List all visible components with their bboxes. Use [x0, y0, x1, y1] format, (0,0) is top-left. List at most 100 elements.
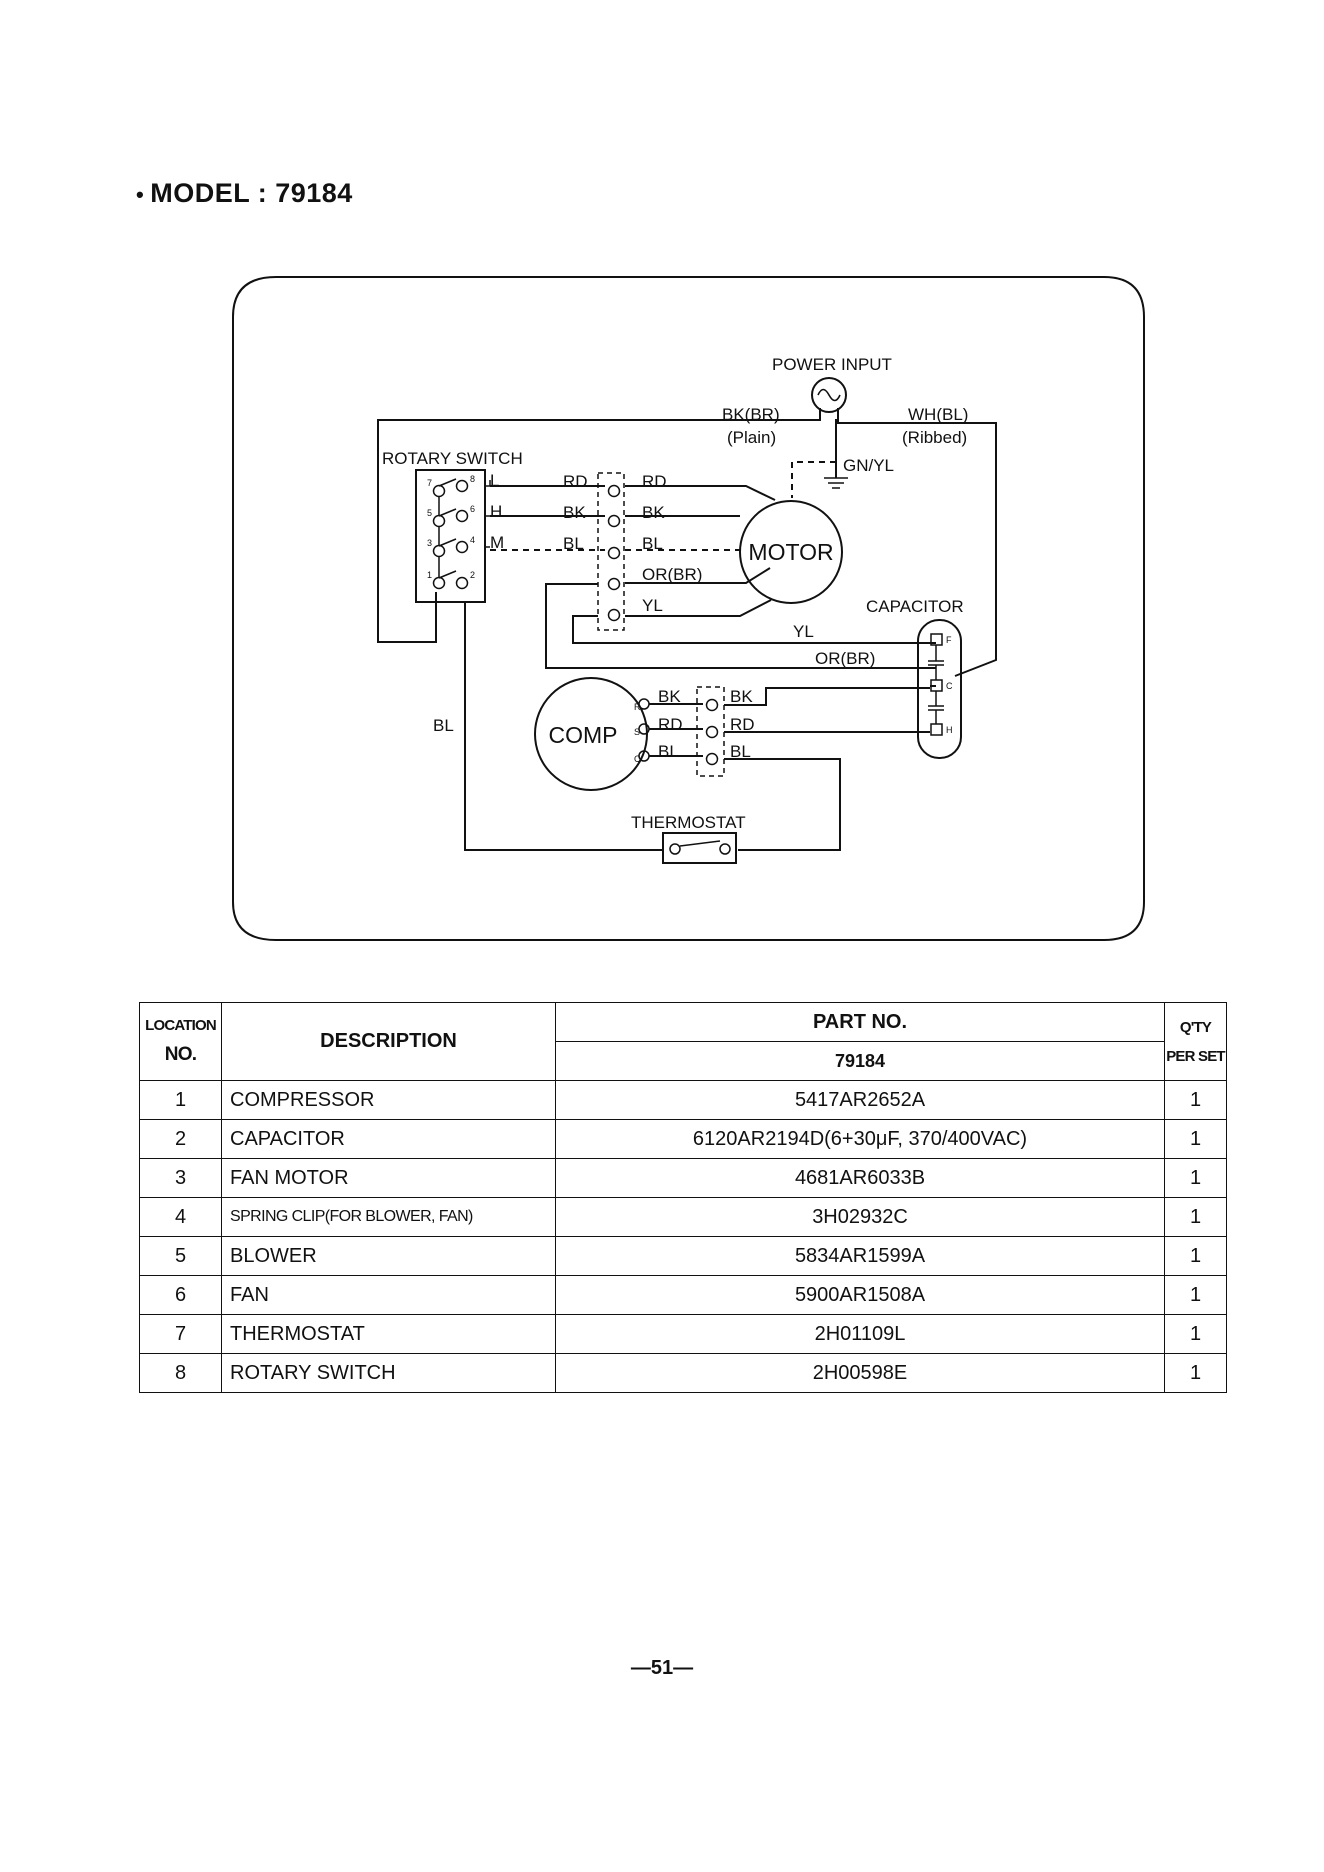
part-no-header: PART NO.	[555, 1002, 1165, 1042]
part-number-cell: 6120AR2194D(6+30μF, 370/400VAC)	[555, 1119, 1165, 1159]
table-row: 2 CAPACITOR 6120AR2194D(6+30μF, 370/400V…	[139, 1119, 1227, 1159]
part-number-cell: 5900AR1508A	[555, 1275, 1165, 1315]
description-cell: THERMOSTAT	[221, 1314, 556, 1354]
wire-label: BL	[563, 534, 584, 553]
wire-label: BK	[658, 687, 681, 706]
wire-bk-br	[377, 408, 821, 643]
location-cell: 8	[139, 1353, 222, 1393]
qty-cell: 1	[1164, 1197, 1227, 1237]
location-header-line2: NO.	[164, 1044, 197, 1065]
power-input-symbol	[811, 377, 847, 413]
description-cell: CAPACITOR	[221, 1119, 556, 1159]
speed-label-h: H	[490, 502, 502, 521]
compressor-connector	[696, 686, 725, 777]
location-cell: 4	[139, 1197, 222, 1237]
description-cell: FAN MOTOR	[221, 1158, 556, 1198]
location-cell: 3	[139, 1158, 222, 1198]
model-number-header: 79184	[555, 1041, 1165, 1081]
bk-br-label: BK(BR)	[722, 405, 780, 424]
part-number-cell: 4681AR6033B	[555, 1158, 1165, 1198]
table-header-row: LOCATION NO. DESCRIPTION PART NO. Q'TY P…	[139, 1002, 1227, 1081]
model-title: MODEL : 79184	[150, 178, 353, 208]
qty-cell: 1	[1164, 1275, 1227, 1315]
wire-label: BL	[642, 534, 663, 553]
table-row: 6 FAN 5900AR1508A 1	[139, 1275, 1227, 1315]
motor-connector	[597, 472, 625, 631]
terminal-label: 3	[427, 538, 432, 548]
terminal-label: 6	[470, 504, 475, 514]
terminal-label: 1	[427, 570, 432, 580]
wire-label: BK	[642, 503, 665, 522]
table-row: 1 COMPRESSOR 5417AR2652A 1	[139, 1080, 1227, 1120]
rotary-switch-label: ROTARY SWITCH	[382, 449, 523, 468]
wire-bl	[464, 602, 663, 851]
wire-label: BK	[563, 503, 586, 522]
table-row: 4 SPRING CLIP(FOR BLOWER, FAN) 3H02932C …	[139, 1197, 1227, 1237]
location-cell: 7	[139, 1314, 222, 1354]
terminal-label: F	[946, 635, 952, 645]
speed-label-m: M	[490, 533, 504, 552]
description-cell: ROTARY SWITCH	[221, 1353, 556, 1393]
terminal-label: C	[946, 681, 953, 691]
terminal-label: H	[946, 725, 953, 735]
table-row: 8 ROTARY SWITCH 2H00598E 1	[139, 1353, 1227, 1393]
motor-label: MOTOR	[748, 539, 833, 565]
diagram-frame	[232, 276, 1145, 941]
compressor-label: COMP	[549, 722, 618, 748]
wire-wh-bl	[837, 408, 997, 677]
location-cell: 5	[139, 1236, 222, 1276]
location-cell: 1	[139, 1080, 222, 1120]
qty-cell: 1	[1164, 1236, 1227, 1276]
gn-yl-label: GN/YL	[843, 456, 894, 475]
ground-icon	[824, 477, 848, 489]
wh-bl-label: WH(BL)	[908, 405, 968, 424]
location-cell: 2	[139, 1119, 222, 1159]
qty-header-line1: Q'TY	[1179, 1018, 1212, 1036]
wire-label: BL	[658, 742, 679, 761]
wire-label: RD	[730, 715, 755, 734]
ground-dashed-wire	[791, 461, 836, 498]
wire-label: BK	[730, 687, 753, 706]
qty-cell: 1	[1164, 1314, 1227, 1354]
wires-switch-to-connector	[490, 485, 605, 517]
terminal-label: R	[634, 702, 641, 712]
terminal-label: 2	[470, 570, 475, 580]
wire-label: YL	[642, 596, 663, 615]
qty-header-line2: PER SET	[1166, 1047, 1225, 1065]
wire-label: YL	[793, 622, 814, 641]
qty-cell: 1	[1164, 1119, 1227, 1159]
capacitor-label: CAPACITOR	[866, 597, 964, 616]
description-header: DESCRIPTION	[221, 1002, 556, 1081]
description-cell: SPRING CLIP(FOR BLOWER, FAN)	[221, 1197, 556, 1237]
part-number-cell: 3H02932C	[555, 1197, 1165, 1237]
terminal-label: S	[634, 727, 640, 737]
description-cell: FAN	[221, 1275, 556, 1315]
table-row: 5 BLOWER 5834AR1599A 1	[139, 1236, 1227, 1276]
plain-label: (Plain)	[727, 428, 776, 447]
part-number-cell: 2H00598E	[555, 1353, 1165, 1393]
terminal-label: 4	[470, 535, 475, 545]
wire-label: OR(BR)	[815, 649, 875, 668]
title-bullet: •	[136, 182, 145, 207]
wire-label: BL	[433, 716, 454, 735]
description-cell: COMPRESSOR	[221, 1080, 556, 1120]
table-row: 7 THERMOSTAT 2H01109L 1	[139, 1314, 1227, 1354]
location-header: LOCATION NO.	[139, 1002, 222, 1081]
qty-cell: 1	[1164, 1158, 1227, 1198]
part-number-cell: 2H01109L	[555, 1314, 1165, 1354]
table-row: 3 FAN MOTOR 4681AR6033B 1	[139, 1158, 1227, 1198]
part-number-cell: 5417AR2652A	[555, 1080, 1165, 1120]
wire-label: RD	[642, 472, 667, 491]
qty-cell: 1	[1164, 1353, 1227, 1393]
speed-label-l: L	[490, 471, 499, 490]
parts-table: LOCATION NO. DESCRIPTION PART NO. Q'TY P…	[139, 1002, 1227, 1393]
table-subheader-row: 79184	[140, 1041, 1227, 1081]
wire-label: BL	[730, 742, 751, 761]
power-input-label: POWER INPUT	[772, 355, 892, 374]
page-number: —51—	[630, 1657, 694, 1679]
compressor-circle	[534, 677, 648, 791]
terminal-label: 5	[427, 508, 432, 518]
ribbed-label: (Ribbed)	[902, 428, 967, 447]
part-number-cell: 5834AR1599A	[555, 1236, 1165, 1276]
wire-label: RD	[658, 715, 683, 734]
